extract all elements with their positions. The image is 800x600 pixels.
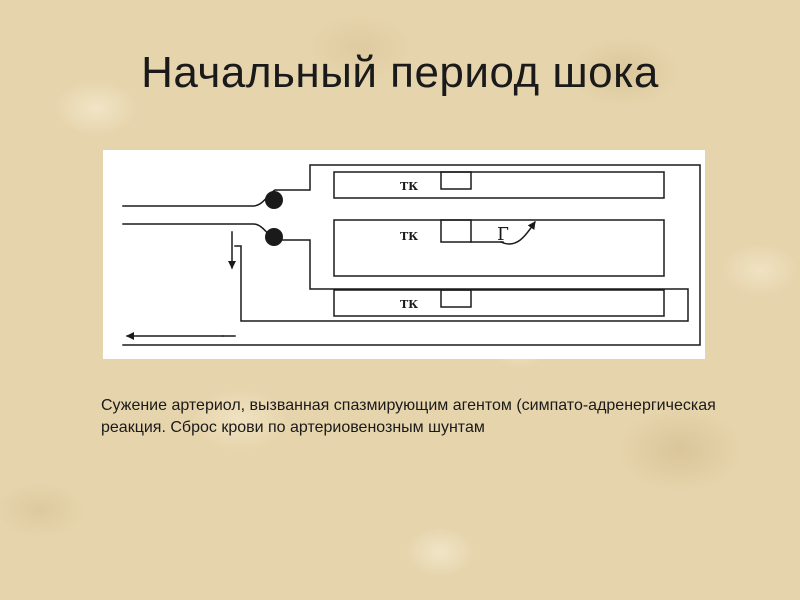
sphincter-bottom (265, 228, 283, 246)
slide-caption: Сужение артериол, вызванная спазмирующим… (101, 397, 716, 436)
tk-label-1: ТК (400, 180, 418, 193)
microcirculation-diagram: ТК ТК ТК Г (122, 164, 701, 346)
tk-label-2: ТК (400, 230, 418, 243)
shunt-arrow (500, 220, 537, 245)
tk-label-3: ТК (400, 298, 418, 311)
capillary-notch-3 (440, 289, 472, 308)
tissue-compartment-1 (333, 171, 665, 199)
sphincter-top (265, 191, 283, 209)
tissue-compartment-2 (333, 219, 665, 277)
capillary-notch-2 (440, 219, 472, 243)
flow-label: Г (497, 224, 509, 245)
capillary-notch-1 (440, 171, 472, 190)
slide-title: Начальный период шока (141, 48, 659, 97)
tissue-compartment-3 (333, 289, 665, 317)
shock-diagram: ТК ТК ТК Г (103, 150, 705, 359)
